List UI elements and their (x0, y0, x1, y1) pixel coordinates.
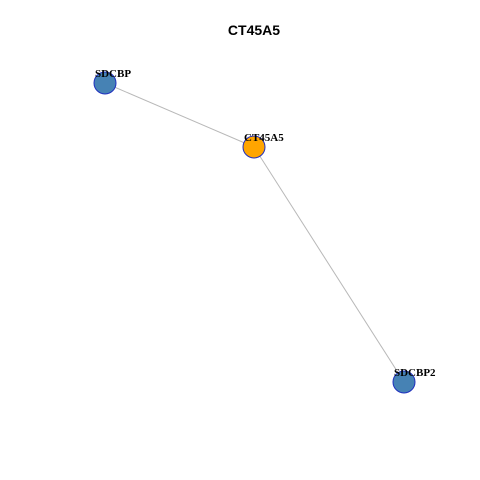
node-circle-ct45a5 (242, 135, 266, 159)
graph-title: CT45A5 (228, 22, 280, 38)
node-circle-sdcbp (93, 71, 117, 95)
node-label-ct45a5: CT45A5 (244, 132, 284, 144)
node-sdcbp2: SDCBP2 (392, 367, 436, 394)
node-label-sdcbp2: SDCBP2 (394, 367, 436, 379)
node-label-sdcbp: SDCBP (95, 68, 131, 80)
node-circle-sdcbp2 (392, 370, 416, 394)
edge-ct45a5-sdcbp2 (253, 146, 405, 383)
node-sdcbp: SDCBP (93, 68, 131, 95)
edges-layer (104, 82, 405, 383)
node-ct45a5: CT45A5 (242, 132, 284, 159)
edge-sdcbp-ct45a5 (104, 82, 255, 148)
nodes-layer: CT45A5 SDCBP SDCBP2 (93, 68, 436, 394)
